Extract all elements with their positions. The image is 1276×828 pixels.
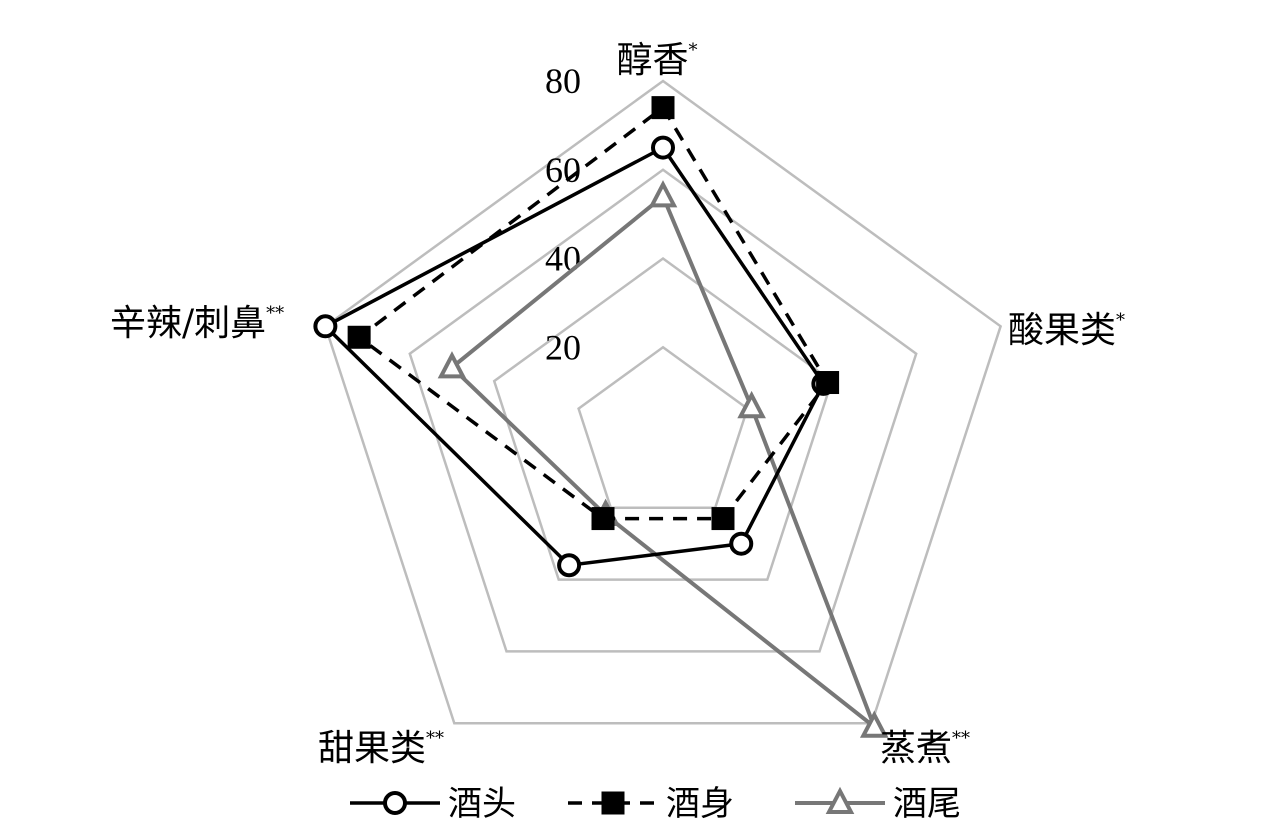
legend-marker bbox=[601, 791, 625, 815]
tick-label: 40 bbox=[545, 239, 581, 279]
data-point bbox=[313, 314, 338, 339]
axis-label-name: 甜果类 bbox=[318, 728, 426, 769]
series-酒身 bbox=[347, 96, 840, 531]
tick-label: 80 bbox=[545, 61, 581, 101]
series-line bbox=[356, 105, 830, 521]
radial-tick-labels: 20 40 60 80 bbox=[545, 61, 581, 367]
data-point bbox=[651, 135, 675, 160]
data-point bbox=[591, 507, 615, 531]
data-point bbox=[859, 710, 889, 738]
axis-label-name: 酸果类 bbox=[1008, 310, 1116, 351]
data-point bbox=[557, 553, 582, 578]
legend-marker bbox=[383, 791, 407, 815]
data-point bbox=[729, 531, 754, 556]
data-point bbox=[711, 507, 735, 531]
axis-label: 醇香* bbox=[616, 40, 697, 81]
axis-label-name: 辛辣/刺鼻 bbox=[110, 303, 266, 344]
tick-label: 60 bbox=[545, 150, 581, 190]
axis-significance: ** bbox=[426, 728, 444, 749]
legend: 酒头 酒身 酒尾 bbox=[350, 784, 961, 824]
axis-significance: ** bbox=[266, 303, 284, 324]
data-point bbox=[816, 371, 840, 395]
legend-item-酒尾: 酒尾 bbox=[795, 784, 961, 824]
legend-label: 酒尾 bbox=[893, 784, 961, 824]
legend-marker bbox=[825, 786, 855, 814]
axis-label: 酸果类* bbox=[1008, 310, 1125, 351]
series-line bbox=[322, 145, 826, 568]
legend-item-酒头: 酒头 bbox=[350, 784, 516, 824]
grid-ring-40 bbox=[492, 256, 834, 581]
series-line bbox=[448, 193, 879, 733]
axis-label-name: 蒸煮 bbox=[880, 728, 952, 769]
grid-ring-20 bbox=[577, 345, 749, 510]
data-point bbox=[648, 180, 678, 208]
legend-label: 酒头 bbox=[448, 784, 516, 824]
data-point bbox=[737, 390, 766, 419]
grid-ring-60 bbox=[408, 168, 918, 653]
data-point bbox=[651, 96, 675, 120]
series-酒尾 bbox=[437, 180, 889, 738]
axis-label-name: 醇香 bbox=[616, 40, 688, 81]
axis-labels: 醇香*酸果类*蒸煮**甜果类**辛辣/刺鼻** bbox=[110, 40, 1125, 769]
axis-label: 甜果类** bbox=[318, 728, 444, 769]
data-point bbox=[347, 325, 371, 349]
legend-label: 酒身 bbox=[666, 784, 734, 824]
series-layer bbox=[313, 96, 889, 738]
axis-label: 辛辣/刺鼻** bbox=[110, 303, 284, 344]
tick-label: 20 bbox=[545, 327, 581, 367]
axis-label: 蒸煮** bbox=[880, 728, 970, 769]
radar-grid bbox=[323, 79, 1003, 725]
legend-item-酒身: 酒身 bbox=[568, 784, 734, 824]
data-point bbox=[437, 351, 467, 379]
axis-significance: * bbox=[689, 40, 698, 61]
axis-significance: * bbox=[1116, 310, 1125, 331]
grid-ring-80 bbox=[323, 79, 1003, 725]
axis-significance: ** bbox=[952, 728, 970, 749]
